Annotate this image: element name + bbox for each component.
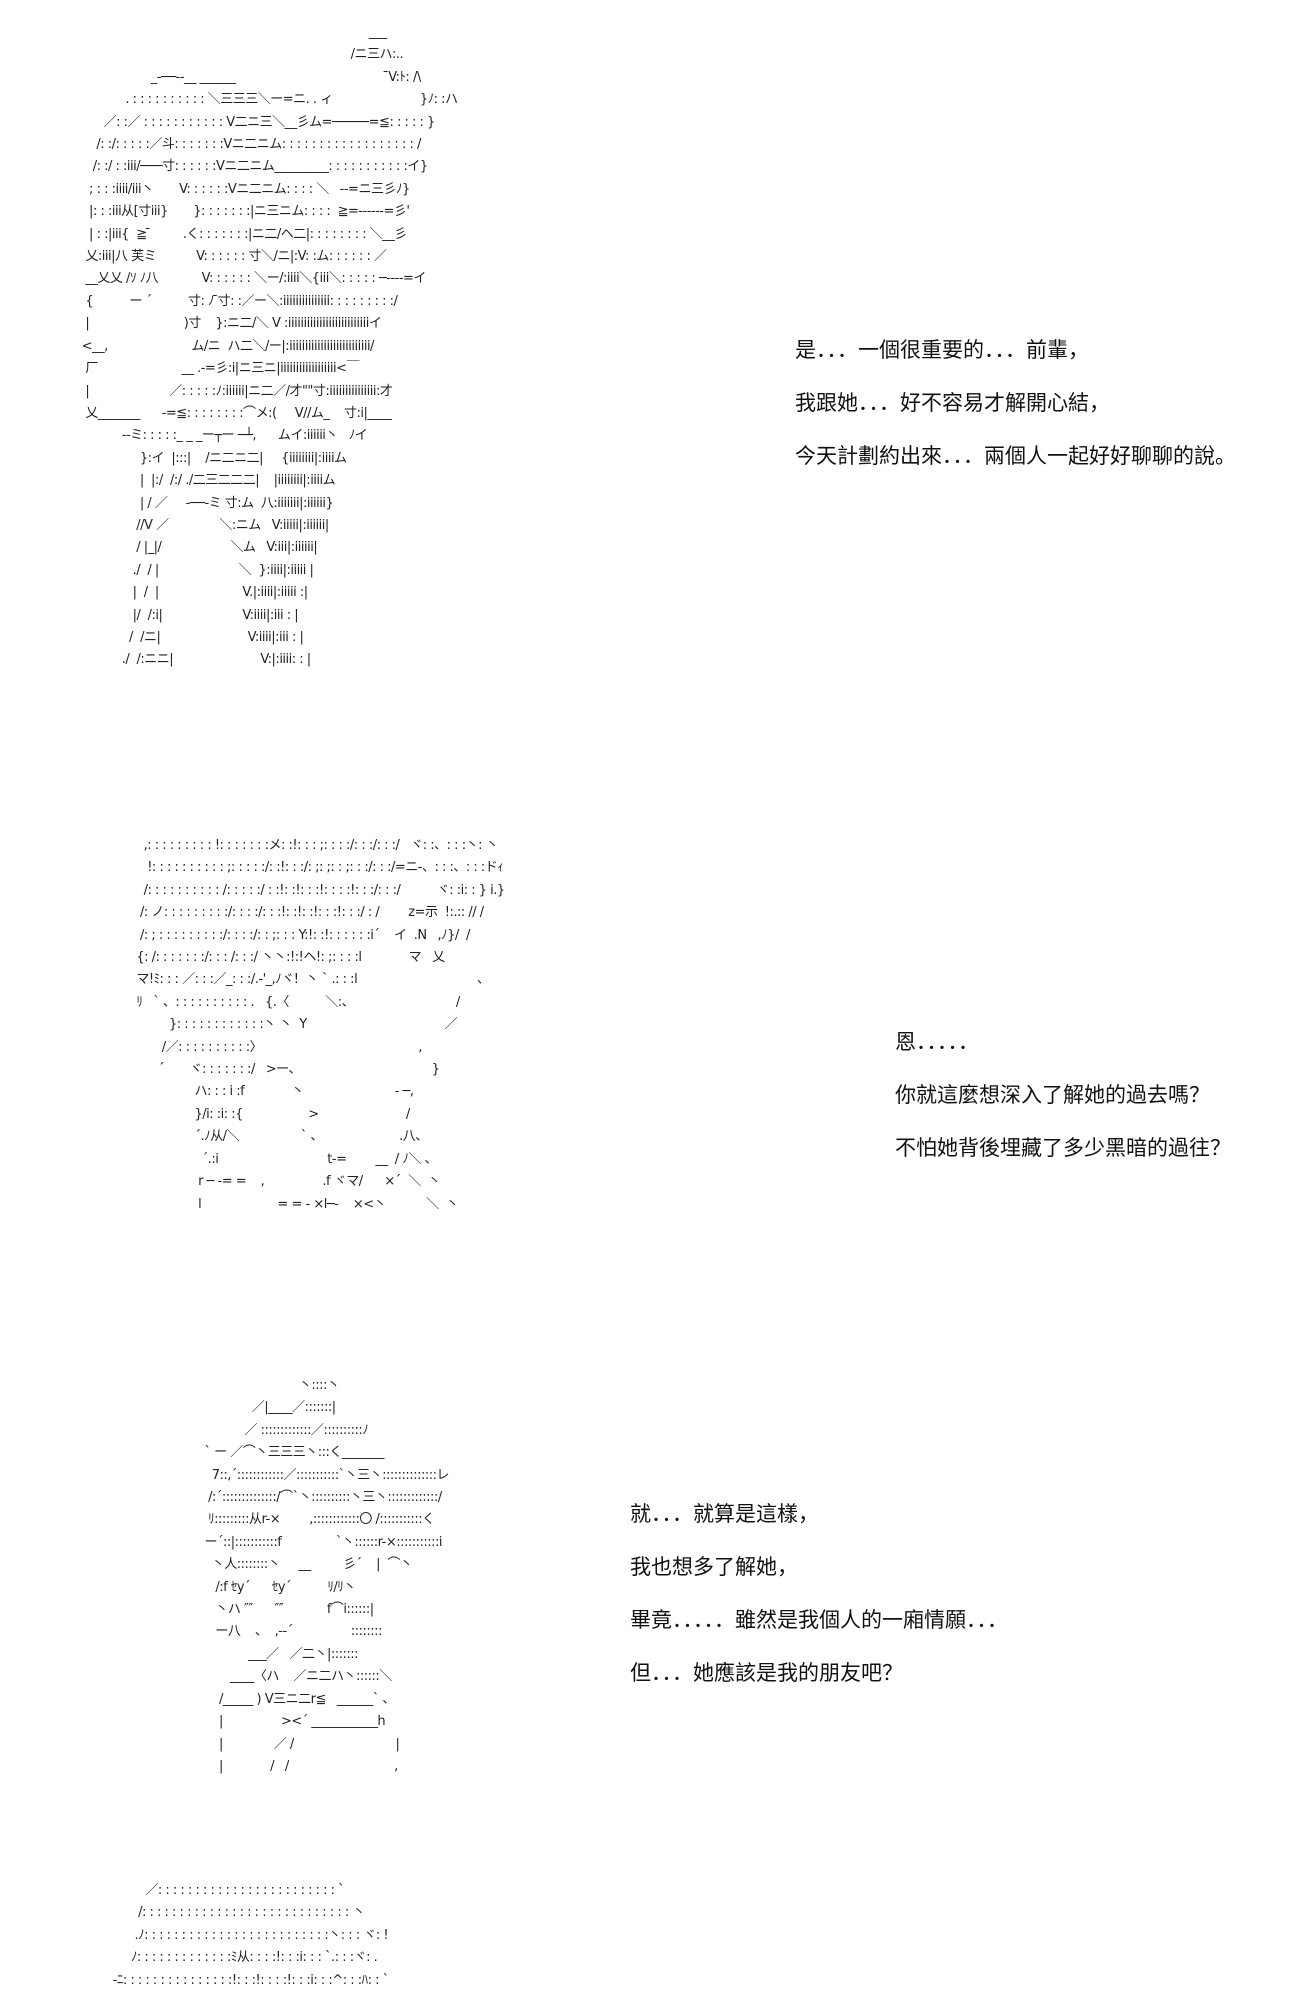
dialogue-line: 就．．．就算是這樣， — [630, 1502, 819, 1526]
ascii-art-figure-2: ,: : : : : : : : : !: : : : : : :メ: :!: … — [136, 838, 505, 1212]
dialogue-line: 是．．．一個很重要的．．．前輩， — [795, 338, 1089, 362]
dialogue-line: 畢竟．．．．．雖然是我個人的一廂情願．．． — [630, 1608, 1008, 1632]
dialogue-line: 但．．．她應該是我的朋友吧？ — [630, 1661, 903, 1685]
dialogue-line: 不怕她背後埋藏了多少黑暗的過往？ — [895, 1136, 1231, 1160]
ascii-art-figure-3: 丶::::丶 ／|____／:::::::| ／ :::::::::::::／:… — [204, 1378, 449, 1774]
dialogue-line: 今天計劃約出來．．．兩個人一起好好聊聊的說。 — [795, 444, 1236, 468]
ascii-art-figure-4: ／: : : : : : : : : : : : : : : : : : : :… — [112, 1883, 389, 1988]
dialogue-line: 我跟她．．．好不容易才解開心結， — [795, 391, 1110, 415]
dialogue-block-1: 是．．．一個很重要的．．．前輩， 我跟她．．．好不容易才解開心結， 今天計劃約出… — [795, 338, 1236, 497]
dialogue-line: 我也想多了解她， — [630, 1555, 798, 1579]
ascii-art-figure-1: ___ /ニ三ハ:.. _-──--__ ______ ̄V:ﾄ: /\ — [81, 25, 458, 668]
dialogue-line: 恩．．．．． — [895, 1030, 979, 1054]
dialogue-block-3: 就．．．就算是這樣， 我也想多了解她， 畢竟．．．．．雖然是我個人的一廂情願．．… — [630, 1502, 1008, 1714]
dialogue-line: 你就這麼想深入了解她的過去嗎？ — [895, 1083, 1210, 1107]
dialogue-block-2: 恩．．．．． 你就這麼想深入了解她的過去嗎？ 不怕她背後埋藏了多少黑暗的過往？ — [895, 1030, 1231, 1189]
